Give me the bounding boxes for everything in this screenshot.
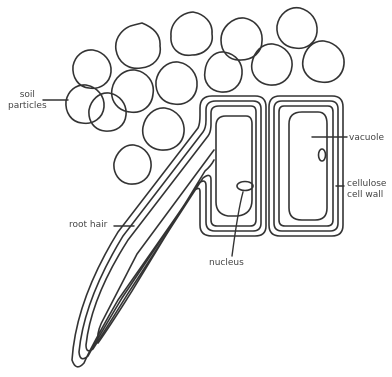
right-nucleus-shape <box>319 149 326 161</box>
soil-particle <box>89 93 126 131</box>
soil-particle <box>303 41 344 82</box>
soil-particle <box>143 108 184 150</box>
soil-particle <box>66 85 104 123</box>
soil-particle <box>205 52 242 92</box>
cell-wall-label-line1: cellulose <box>347 179 386 190</box>
soil-particle <box>252 44 292 85</box>
soil-particle <box>156 62 197 104</box>
vacuole-right <box>289 112 327 220</box>
right-cell-wall-inner <box>274 101 338 231</box>
nucleus-leader-line <box>232 192 243 256</box>
right-cell-membrane <box>279 106 333 226</box>
vacuole-label: vacuole <box>349 133 384 144</box>
neighbour-cell <box>269 96 343 236</box>
cellulose-cell-wall-label: cellulose cell wall <box>347 179 386 201</box>
soil-particle <box>112 70 154 112</box>
soil-particle <box>116 23 161 68</box>
root-hair-label: root hair <box>69 220 107 231</box>
soil-particle <box>277 8 317 49</box>
vacuole-left <box>216 116 252 216</box>
soil-particle <box>73 50 111 88</box>
soil-particles-label: soil particles <box>8 90 47 112</box>
soil-particles-label-line2: particles <box>8 101 47 112</box>
soil-particle <box>171 12 212 55</box>
soil-particles-label-line1: soil <box>8 90 47 101</box>
root-hair-cell <box>72 96 266 367</box>
nucleus-label: nucleus <box>209 258 244 269</box>
soil-particle <box>114 145 151 184</box>
cell-wall-label-line2: cell wall <box>347 190 386 201</box>
nucleus-shape <box>237 182 253 191</box>
right-cell-wall-outer <box>269 96 343 236</box>
